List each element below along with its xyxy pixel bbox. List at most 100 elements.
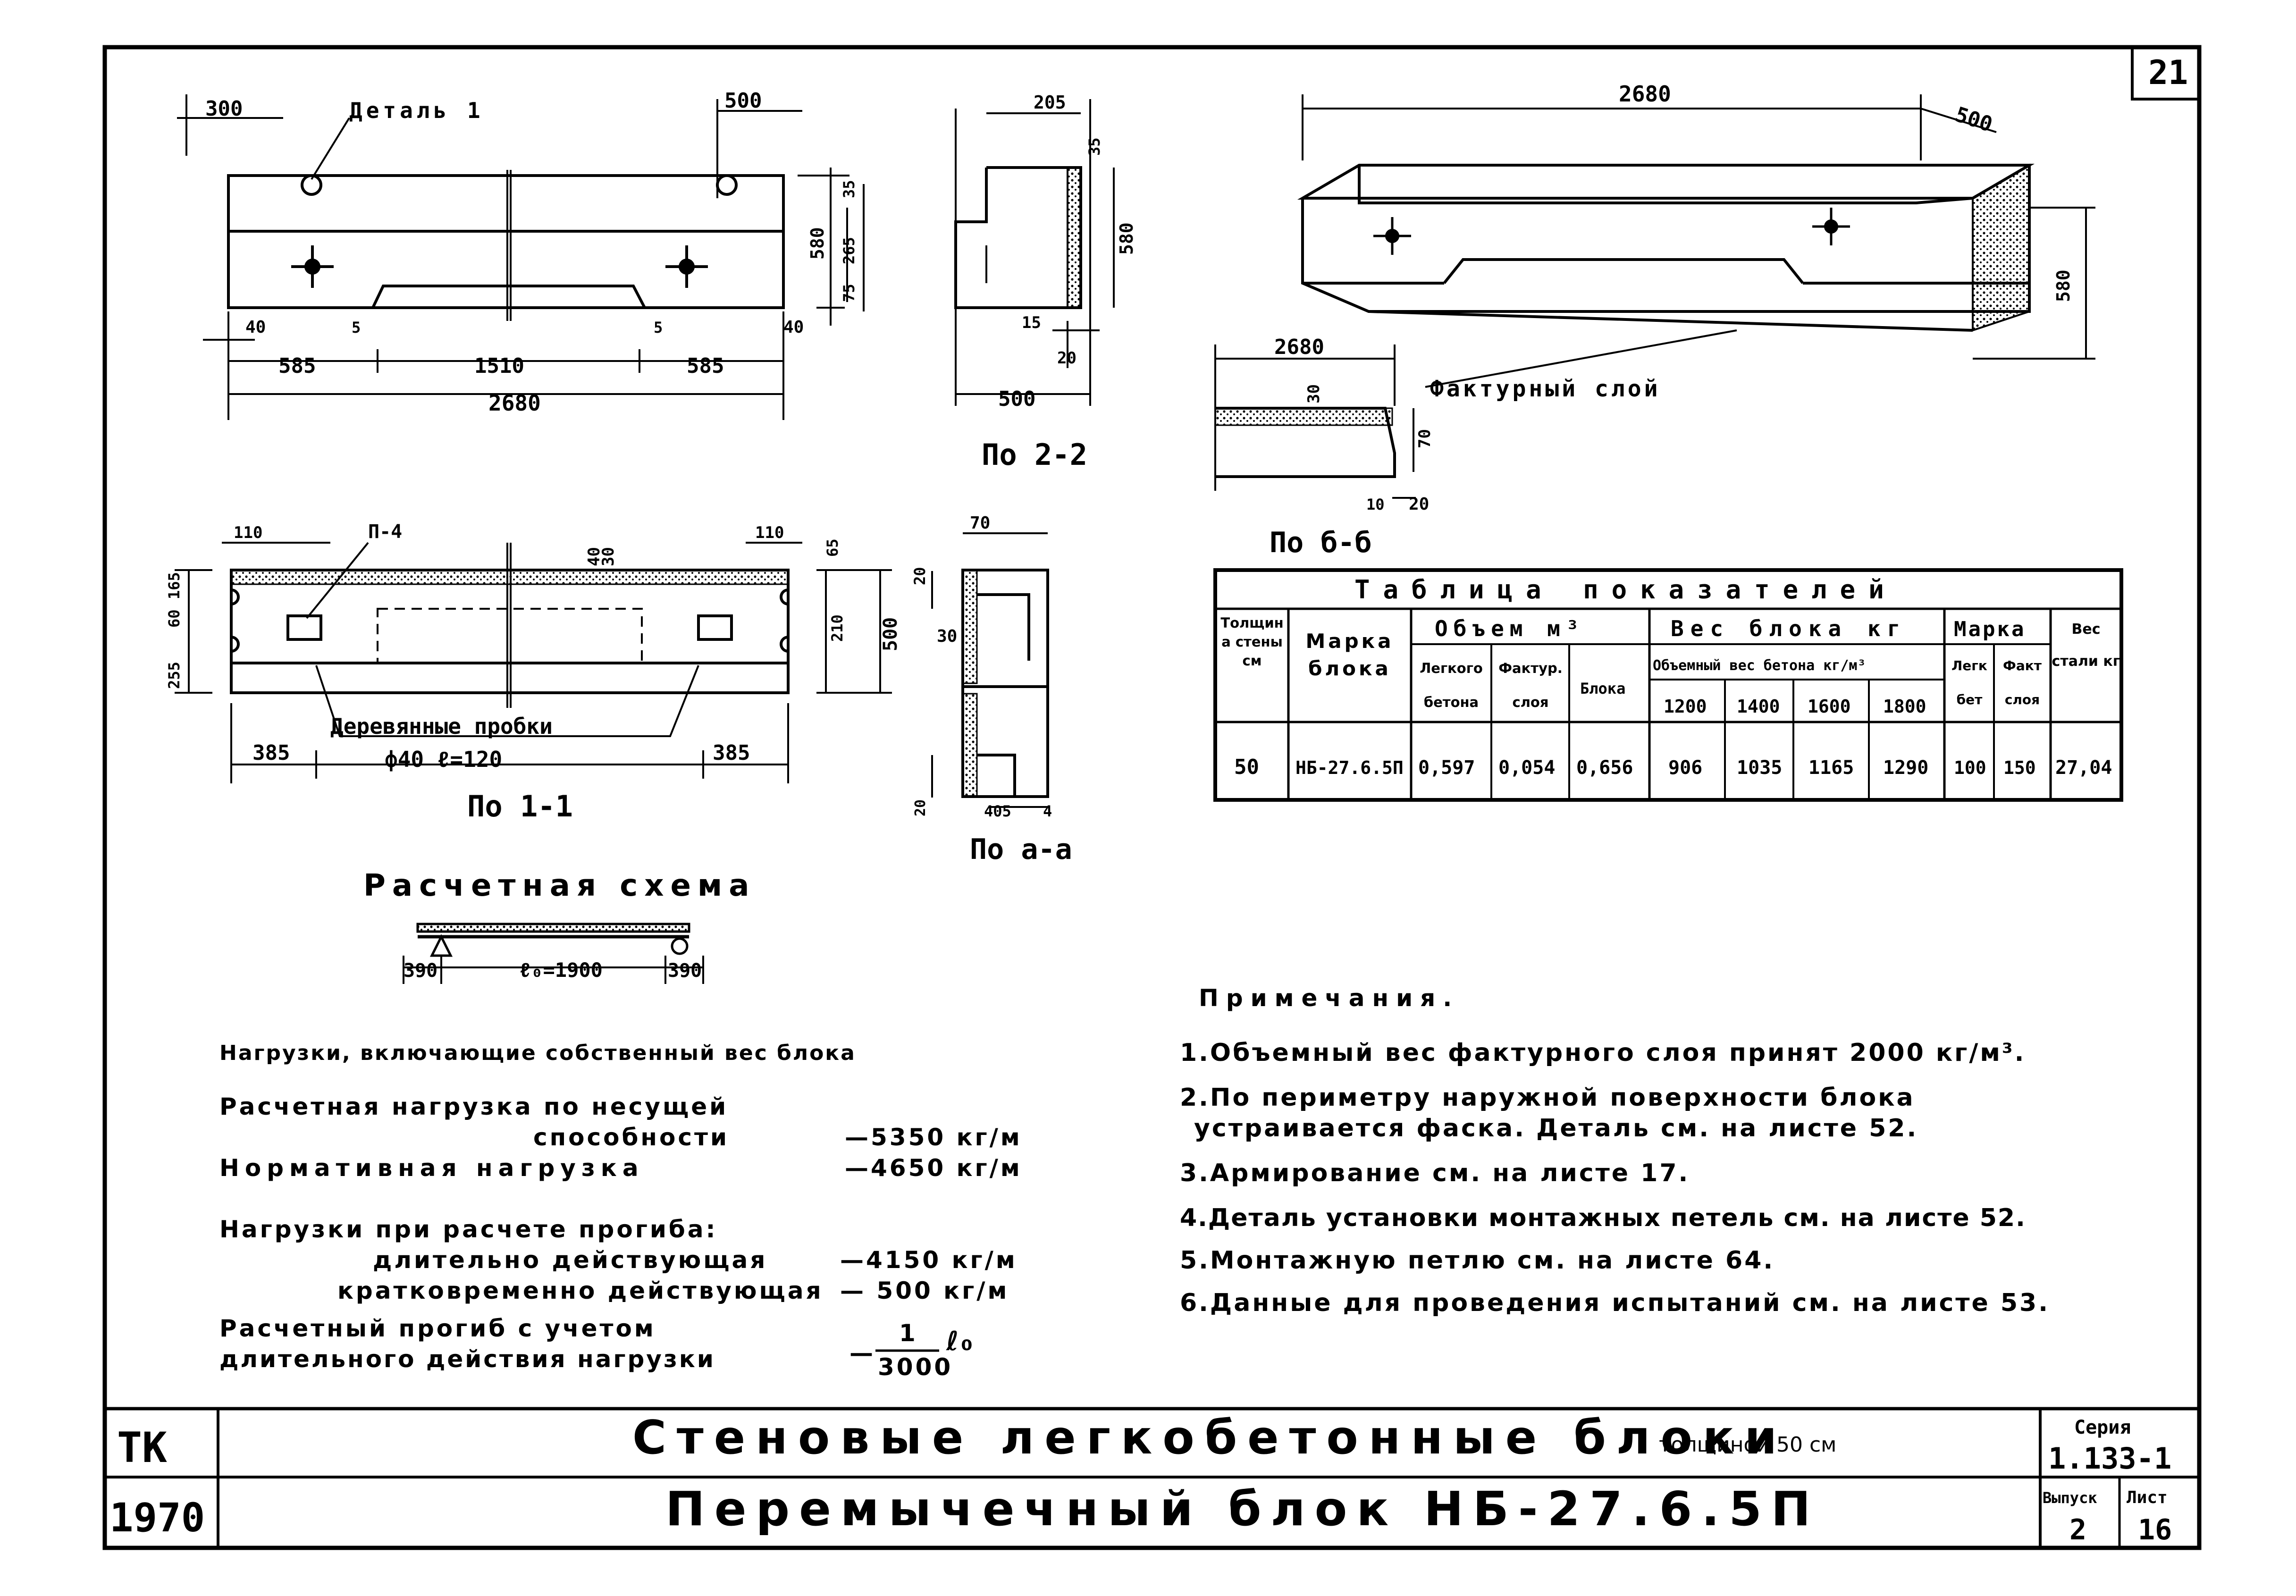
section-b-b-label: По б-б bbox=[1270, 526, 1372, 559]
elevation-dim-265: 265 bbox=[840, 237, 858, 264]
section-b-b bbox=[1214, 344, 1416, 499]
section-a-a-dim-20-top: 20 bbox=[911, 567, 929, 585]
plan-dim-255: 255 bbox=[165, 662, 183, 689]
axon-dim-2680: 2680 bbox=[1619, 81, 1671, 107]
table-header-vol-facing-cell: Фактур. слоя bbox=[1498, 660, 1563, 710]
elevation-dim-5-left: 5 bbox=[352, 319, 361, 336]
deflection-loads-heading: Нагрузки при расчете прогиба: bbox=[219, 1216, 718, 1243]
wooden-plugs-size: ф40 ℓ=120 bbox=[385, 747, 502, 772]
facing-layer-label: Фактурный слой bbox=[1430, 376, 1661, 402]
deflection-suffix: ℓ₀ bbox=[946, 1326, 975, 1357]
table-cell-steel: 27,04 bbox=[2055, 757, 2112, 779]
table-density-1200: 1200 bbox=[1664, 696, 1707, 717]
title-block-issue-value: 2 bbox=[2069, 1513, 2086, 1546]
detail-1-label: Деталь 1 bbox=[349, 98, 484, 123]
sheet-title: Стеновые легкобетонные блоки bbox=[632, 1411, 1788, 1465]
table-group-volume: Объем м³ bbox=[1435, 616, 1585, 641]
table-header-vol-block: Блока bbox=[1580, 680, 1625, 697]
design-scheme bbox=[403, 923, 704, 984]
deflection-prefix: — bbox=[849, 1339, 875, 1367]
section-b-b-dim-20: 20 bbox=[1409, 495, 1429, 514]
table-row: 50 НБ-27.6.5П 0,597 0,054 0,656 906 1035… bbox=[1234, 755, 2112, 779]
table-cell-weight-1800: 1290 bbox=[1883, 757, 1928, 779]
table-header-vol-facing: Фактур. слоя bbox=[1498, 660, 1563, 710]
note-item-6: 6.Данные для проведения испытаний см. на… bbox=[1180, 1289, 2050, 1317]
long-term-load-label: длительно действующая bbox=[373, 1246, 768, 1274]
design-load-value: —5350 кг/м bbox=[845, 1124, 1022, 1151]
loads-heading: Нагрузки, включающие собственный вес бло… bbox=[219, 1041, 856, 1065]
elevation-dim-500: 500 bbox=[724, 89, 762, 113]
scheme-span: ℓ₀=1900 bbox=[519, 958, 603, 982]
section-b-b-dim-70: 70 bbox=[1415, 429, 1434, 448]
wooden-plugs-label: Деревянные пробки bbox=[330, 714, 553, 739]
elevation-dim-1510: 1510 bbox=[474, 354, 524, 378]
scheme-right: 390 bbox=[668, 960, 702, 982]
front-elevation bbox=[177, 94, 865, 420]
design-load-label-1: Расчетная нагрузка по несущей bbox=[219, 1093, 729, 1120]
section-b-b-dim-2680: 2680 bbox=[1274, 335, 1324, 359]
table-header-grade-light: Легк бет bbox=[1951, 658, 1987, 707]
title-block-series-label: Серия bbox=[2074, 1417, 2131, 1438]
section-a-a-dim-4: 4 bbox=[1043, 802, 1052, 820]
scheme-left: 390 bbox=[404, 960, 437, 982]
table-group-grade: Марка bbox=[1954, 617, 2026, 641]
title-block-year: 1970 bbox=[109, 1495, 205, 1541]
plan-dim-385-right: 385 bbox=[713, 741, 750, 765]
note-item-1: 1.Объемный вес фактурного слоя принят 20… bbox=[1180, 1039, 2026, 1067]
normative-load-value: —4650 кг/м bbox=[845, 1154, 1022, 1182]
axonometric-view bbox=[1297, 94, 2095, 388]
table-header-thickness: Толщина стены см bbox=[1220, 615, 1284, 669]
table-cell-mark: НБ-27.6.5П bbox=[1295, 757, 1404, 778]
elevation-dim-35: 35 bbox=[840, 180, 858, 198]
title-block-tk: ТК bbox=[117, 1423, 167, 1472]
short-term-load-label: кратковременно действующая bbox=[337, 1277, 824, 1304]
plan-dim-385-left: 385 bbox=[252, 741, 290, 765]
axon-dim-580: 580 bbox=[2053, 269, 2074, 302]
plan-dim-40: 40 bbox=[585, 547, 604, 566]
section-2-2 bbox=[954, 99, 1115, 406]
elevation-dim-300: 300 bbox=[205, 97, 243, 121]
elevation-dim-40-left: 40 bbox=[245, 318, 266, 337]
table-cell-vol-light: 0,597 bbox=[1418, 757, 1475, 779]
table-density-1600: 1600 bbox=[1808, 696, 1851, 717]
deflection-label-2: длительного действия нагрузки bbox=[219, 1345, 715, 1373]
table-cell-weight-1600: 1165 bbox=[1808, 757, 1854, 779]
table-header-grade-facing-cell: Факт слоя bbox=[2003, 658, 2042, 707]
table-cell-vol-facing: 0,054 bbox=[1498, 757, 1555, 779]
title-block-sheet-label: Лист bbox=[2127, 1488, 2168, 1507]
plan-dim-60: 60 bbox=[165, 609, 183, 628]
plan-dim-110-left: 110 bbox=[234, 523, 262, 542]
table-title: Таблица показателей bbox=[1354, 575, 1897, 605]
long-term-load-value: —4150 кг/м bbox=[840, 1246, 1018, 1274]
loop-label: П-4 bbox=[368, 521, 402, 543]
note-item-2-cont: устраивается фаска. Деталь см. на листе … bbox=[1194, 1114, 1918, 1142]
sheet-corner-number: 21 bbox=[2148, 53, 2188, 92]
table-cell-weight-1400: 1035 bbox=[1737, 757, 1782, 779]
sheet-subtitle: Перемычечный блок НБ-27.6.5П bbox=[665, 1481, 1820, 1537]
deflection-numerator: 1 bbox=[899, 1319, 918, 1347]
elevation-dim-5-right: 5 bbox=[654, 319, 663, 336]
section-a-a-dim-405: 405 bbox=[984, 802, 1011, 820]
table-header-mark: Марка блока bbox=[1305, 630, 1394, 680]
table-header-thickness-cell: Толщина стены см bbox=[1220, 615, 1284, 669]
plan-dim-210: 210 bbox=[828, 614, 846, 642]
table-header-vol-light-cell: Легкого бетона bbox=[1420, 660, 1483, 710]
table-cell-weight-1200: 906 bbox=[1668, 757, 1702, 779]
plan-dim-110-right: 110 bbox=[755, 523, 784, 542]
table-header-mark-cell: Марка блока bbox=[1305, 630, 1394, 680]
table-cell-vol-block: 0,656 bbox=[1576, 757, 1633, 779]
plan-1-1-label: По 1-1 bbox=[467, 789, 573, 823]
table-header-steel: Вес стали кг bbox=[2052, 621, 2120, 670]
section-2-2-label: По 2-2 bbox=[982, 437, 1087, 472]
sheet-title-suffix: толщиной 50 см bbox=[1659, 1433, 1837, 1457]
plan-dim-165: 165 bbox=[165, 572, 183, 599]
axon-dim-500: 500 bbox=[1952, 102, 1995, 137]
section-2-2-dim-20: 20 bbox=[1057, 349, 1077, 368]
section-b-b-dim-10: 10 bbox=[1366, 496, 1385, 513]
table-group-weight: Вес блока кг bbox=[1671, 616, 1907, 641]
table-header-grade-light-cell: Легк бет bbox=[1951, 658, 1987, 707]
note-item-4: 4.Деталь установки монтажных петель см. … bbox=[1180, 1204, 2026, 1232]
plan-dim-65: 65 bbox=[824, 538, 841, 557]
